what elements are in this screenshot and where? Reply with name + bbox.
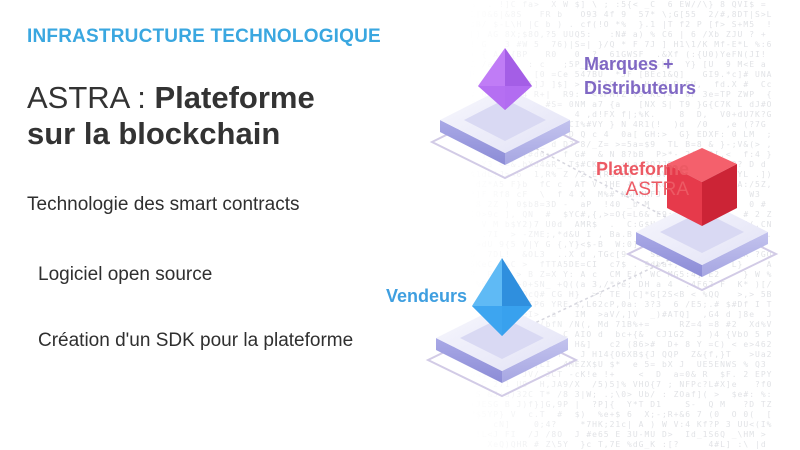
label-plateforme-line2: ASTRA: [625, 179, 689, 200]
title-prefix: ASTRA :: [27, 80, 155, 115]
node-marques-distributeurs: [429, 48, 581, 180]
bullet-sdk: Création d'un SDK pour la plateforme: [38, 330, 354, 351]
page-title: ASTRA : Plateforme sur la blockchain: [27, 80, 315, 152]
label-marques-line1: Marques +: [584, 54, 674, 74]
label-marques-distributeurs: Marques + Distributeurs: [584, 52, 696, 100]
section-title: INFRASTRUCTURE TECHNOLOGIQUE: [27, 26, 381, 47]
platform-base: [625, 199, 779, 292]
connection-lines: [519, 139, 691, 331]
title-bold-line1: Plateforme: [154, 80, 315, 115]
bullet-open-source: Logiciel open source: [38, 264, 213, 285]
title-bold-line2: sur la blockchain: [27, 116, 281, 151]
connection-top-to-platform: [519, 139, 691, 231]
connection-bottom-to-platform: [519, 249, 691, 331]
platform-base: [429, 87, 581, 180]
bullet-smart-contracts: Technologie des smart contracts: [27, 194, 300, 215]
label-plateforme-line1: Plateforme: [595, 159, 689, 179]
pyramid-icon: [478, 48, 532, 110]
node-plateforme-astra: [625, 148, 779, 292]
label-vendeurs: Vendeurs: [386, 286, 468, 306]
pyramid-icon: [472, 258, 532, 336]
label-marques-line2: Distributeurs: [584, 78, 697, 98]
node-vendeurs: [425, 258, 579, 398]
platform-base: [425, 305, 579, 398]
label-plateforme-astra: Plateforme ASTRA: [543, 157, 689, 202]
cube-icon: [667, 148, 737, 226]
